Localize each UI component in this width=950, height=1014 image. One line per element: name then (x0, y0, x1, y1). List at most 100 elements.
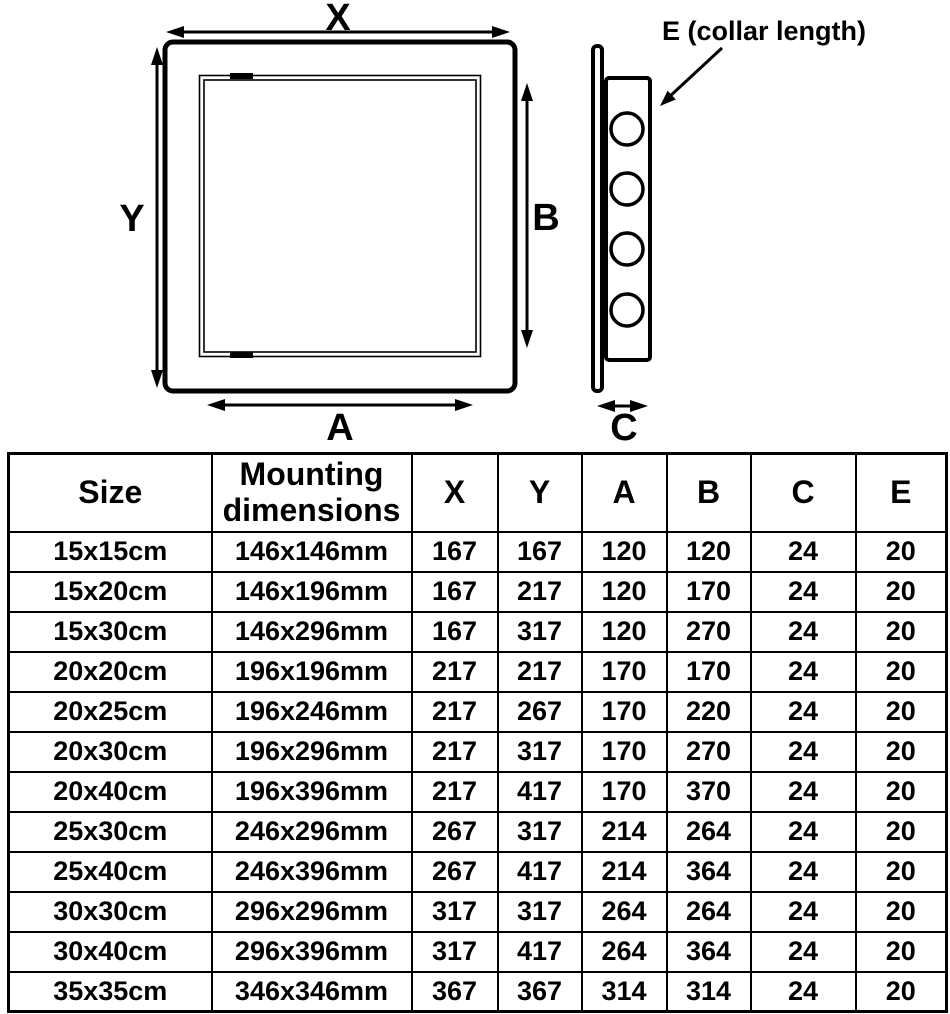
table-cell: 20 (854, 890, 948, 933)
table-cell: 264 (665, 890, 752, 933)
table-cell: 196x196mm (210, 650, 413, 693)
table-cell: 30x40cm (7, 930, 213, 973)
table-cell: 417 (496, 930, 583, 973)
table-cell: 24 (749, 530, 857, 573)
table-cell: 24 (749, 650, 857, 693)
table-cell: 270 (665, 730, 752, 773)
table-cell: 170 (580, 730, 668, 773)
table-cell: 20 (854, 690, 948, 733)
table-cell: 170 (580, 650, 668, 693)
table-header-row: Size Mounting dimensions X Y A B C E (7, 452, 948, 533)
table-cell: 417 (496, 770, 583, 813)
table-cell: 317 (496, 610, 583, 653)
table-cell: 196x246mm (210, 690, 413, 733)
table-cell: 167 (410, 570, 499, 613)
label-y: Y (119, 198, 144, 240)
table-cell: 264 (580, 890, 668, 933)
table-cell: 214 (580, 810, 668, 853)
side-view (591, 44, 652, 393)
table-cell: 20 (854, 610, 948, 653)
table-cell: 15x30cm (7, 610, 213, 653)
header-size: Size (7, 452, 213, 533)
table-cell: 364 (665, 850, 752, 893)
table-cell: 170 (665, 570, 752, 613)
table-cell: 24 (749, 890, 857, 933)
table-cell: 120 (580, 570, 668, 613)
dimension-arrow-y (151, 47, 163, 388)
face-flange (591, 44, 604, 393)
header-x: X (410, 452, 499, 533)
table-cell: 167 (410, 530, 499, 573)
table-cell: 30x30cm (7, 890, 213, 933)
table-cell: 196x396mm (210, 770, 413, 813)
table-cell: 25x40cm (7, 850, 213, 893)
table-cell: 20x25cm (7, 690, 213, 733)
table-cell: 317 (496, 890, 583, 933)
table-cell: 146x196mm (210, 570, 413, 613)
table-cell: 24 (749, 730, 857, 773)
table-cell: 267 (410, 810, 499, 853)
header-mounting-dimensions: Mounting dimensions (210, 452, 413, 533)
table-cell: 20x20cm (7, 650, 213, 693)
table-cell: 24 (749, 850, 857, 893)
table-cell: 24 (749, 810, 857, 853)
dimension-table: Size Mounting dimensions X Y A B C E 15x… (7, 452, 948, 1013)
table-cell: 24 (749, 930, 857, 973)
table-cell: 20 (854, 530, 948, 573)
table-cell: 20 (854, 970, 948, 1013)
table-cell: 120 (580, 530, 668, 573)
table-cell: 20 (854, 730, 948, 773)
collar-hole-4 (609, 292, 645, 328)
table-cell: 20 (854, 650, 948, 693)
table-cell: 314 (665, 970, 752, 1013)
dimension-arrow-a (207, 399, 473, 411)
table-cell: 246x296mm (210, 810, 413, 853)
table-cell: 217 (410, 770, 499, 813)
label-x: X (325, 0, 351, 39)
table-cell: 24 (749, 690, 857, 733)
table-cell: 346x346mm (210, 970, 413, 1013)
label-e-collar-length: E (collar length) (662, 16, 866, 46)
table-cell: 15x20cm (7, 570, 213, 613)
table-cell: 24 (749, 610, 857, 653)
table-cell: 167 (410, 610, 499, 653)
table-cell: 20 (854, 930, 948, 973)
table-cell: 267 (410, 850, 499, 893)
label-a: A (326, 407, 353, 449)
latch-tab-top (230, 73, 253, 79)
table-cell: 120 (580, 610, 668, 653)
table-cell: 20x40cm (7, 770, 213, 813)
dimension-arrow-b (521, 83, 533, 348)
table-cell: 146x146mm (210, 530, 413, 573)
table-cell: 167 (496, 530, 583, 573)
table-cell: 214 (580, 850, 668, 893)
dimension-arrow-c (597, 400, 648, 412)
table-cell: 317 (496, 810, 583, 853)
table-cell: 217 (496, 570, 583, 613)
table-cell: 246x396mm (210, 850, 413, 893)
panel-door-inner-line (203, 79, 477, 353)
table-cell: 217 (496, 650, 583, 693)
table-cell: 20 (854, 770, 948, 813)
table-cell: 417 (496, 850, 583, 893)
table-cell: 220 (665, 690, 752, 733)
table-cell: 317 (410, 890, 499, 933)
table-cell: 196x296mm (210, 730, 413, 773)
table-cell: 264 (580, 930, 668, 973)
header-e: E (854, 452, 948, 533)
table-cell: 24 (749, 770, 857, 813)
dimension-arrow-x (166, 26, 510, 38)
table-cell: 25x30cm (7, 810, 213, 853)
table-cell: 35x35cm (7, 970, 213, 1013)
table-cell: 217 (410, 690, 499, 733)
header-y: Y (496, 452, 583, 533)
collar-hole-1 (609, 111, 645, 147)
table-cell: 170 (580, 690, 668, 733)
